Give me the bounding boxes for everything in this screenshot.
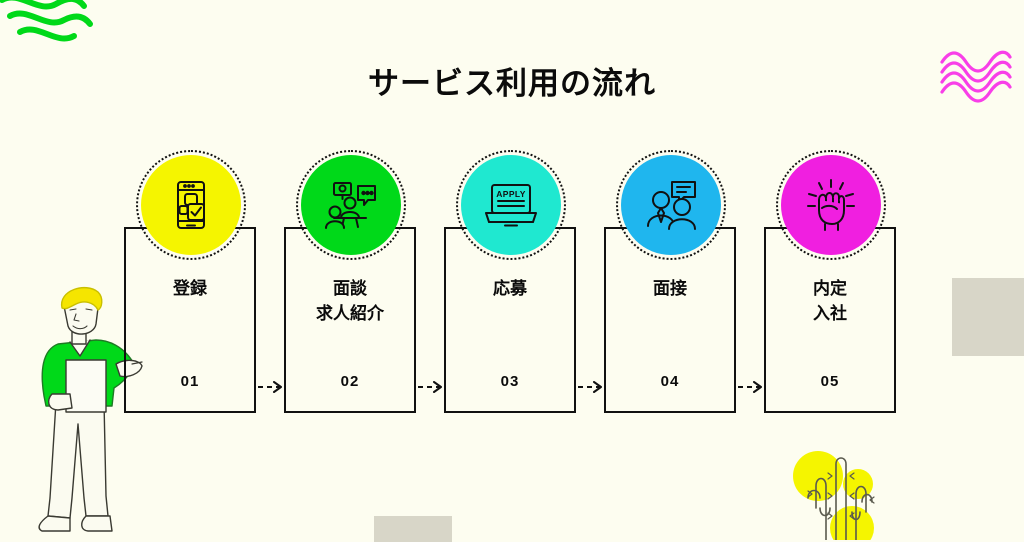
page-title: サービス利用の流れ bbox=[368, 66, 656, 101]
step-number: 04 bbox=[660, 373, 680, 390]
dotted-ring bbox=[136, 150, 246, 260]
cactus-illustration bbox=[793, 451, 875, 540]
step-label: 応募 bbox=[493, 279, 527, 298]
dot-grid-right bbox=[952, 278, 1024, 356]
dotted-ring bbox=[456, 150, 566, 260]
step-label: 登録 bbox=[173, 279, 207, 298]
step-label: 内定 入社 bbox=[813, 279, 847, 323]
online-meeting-icon bbox=[325, 182, 376, 229]
step-connector-arrow bbox=[258, 381, 282, 393]
step-badge bbox=[776, 150, 886, 260]
step-number: 05 bbox=[820, 373, 840, 390]
dot-grid-bottom bbox=[374, 516, 452, 542]
step-02[interactable]: 面談 求人紹介 02 bbox=[284, 150, 442, 415]
laptop-apply-icon: APPLY bbox=[485, 184, 537, 227]
dotted-ring bbox=[296, 150, 406, 260]
step-badge: APPLY bbox=[456, 150, 566, 260]
step-number: 02 bbox=[340, 373, 360, 390]
interview-people-icon bbox=[647, 181, 696, 230]
step-connector-arrow bbox=[578, 381, 602, 393]
smartphone-check-icon bbox=[177, 181, 205, 229]
step-04[interactable]: 面接 04 bbox=[604, 150, 762, 415]
process-steps: 登録 01 bbox=[124, 150, 900, 415]
step-connector-arrow bbox=[738, 381, 762, 393]
step-number: 01 bbox=[180, 373, 200, 390]
dotted-ring bbox=[776, 150, 886, 260]
step-number: 03 bbox=[500, 373, 520, 390]
step-03[interactable]: APPLY 応募 03 bbox=[444, 150, 602, 415]
step-05[interactable]: 内定 入社 05 bbox=[764, 150, 898, 415]
green-wave-squiggle bbox=[0, 0, 93, 42]
step-01[interactable]: 登録 01 bbox=[124, 150, 282, 415]
raised-fist-icon bbox=[807, 179, 855, 231]
laptop-apply-text: APPLY bbox=[496, 189, 526, 199]
dotted-ring bbox=[616, 150, 726, 260]
step-connector-arrow bbox=[418, 381, 442, 393]
step-badge bbox=[296, 150, 406, 260]
step-badge bbox=[136, 150, 246, 260]
step-badge bbox=[616, 150, 726, 260]
step-label: 面談 求人紹介 bbox=[316, 279, 384, 323]
step-label: 面接 bbox=[653, 279, 687, 298]
